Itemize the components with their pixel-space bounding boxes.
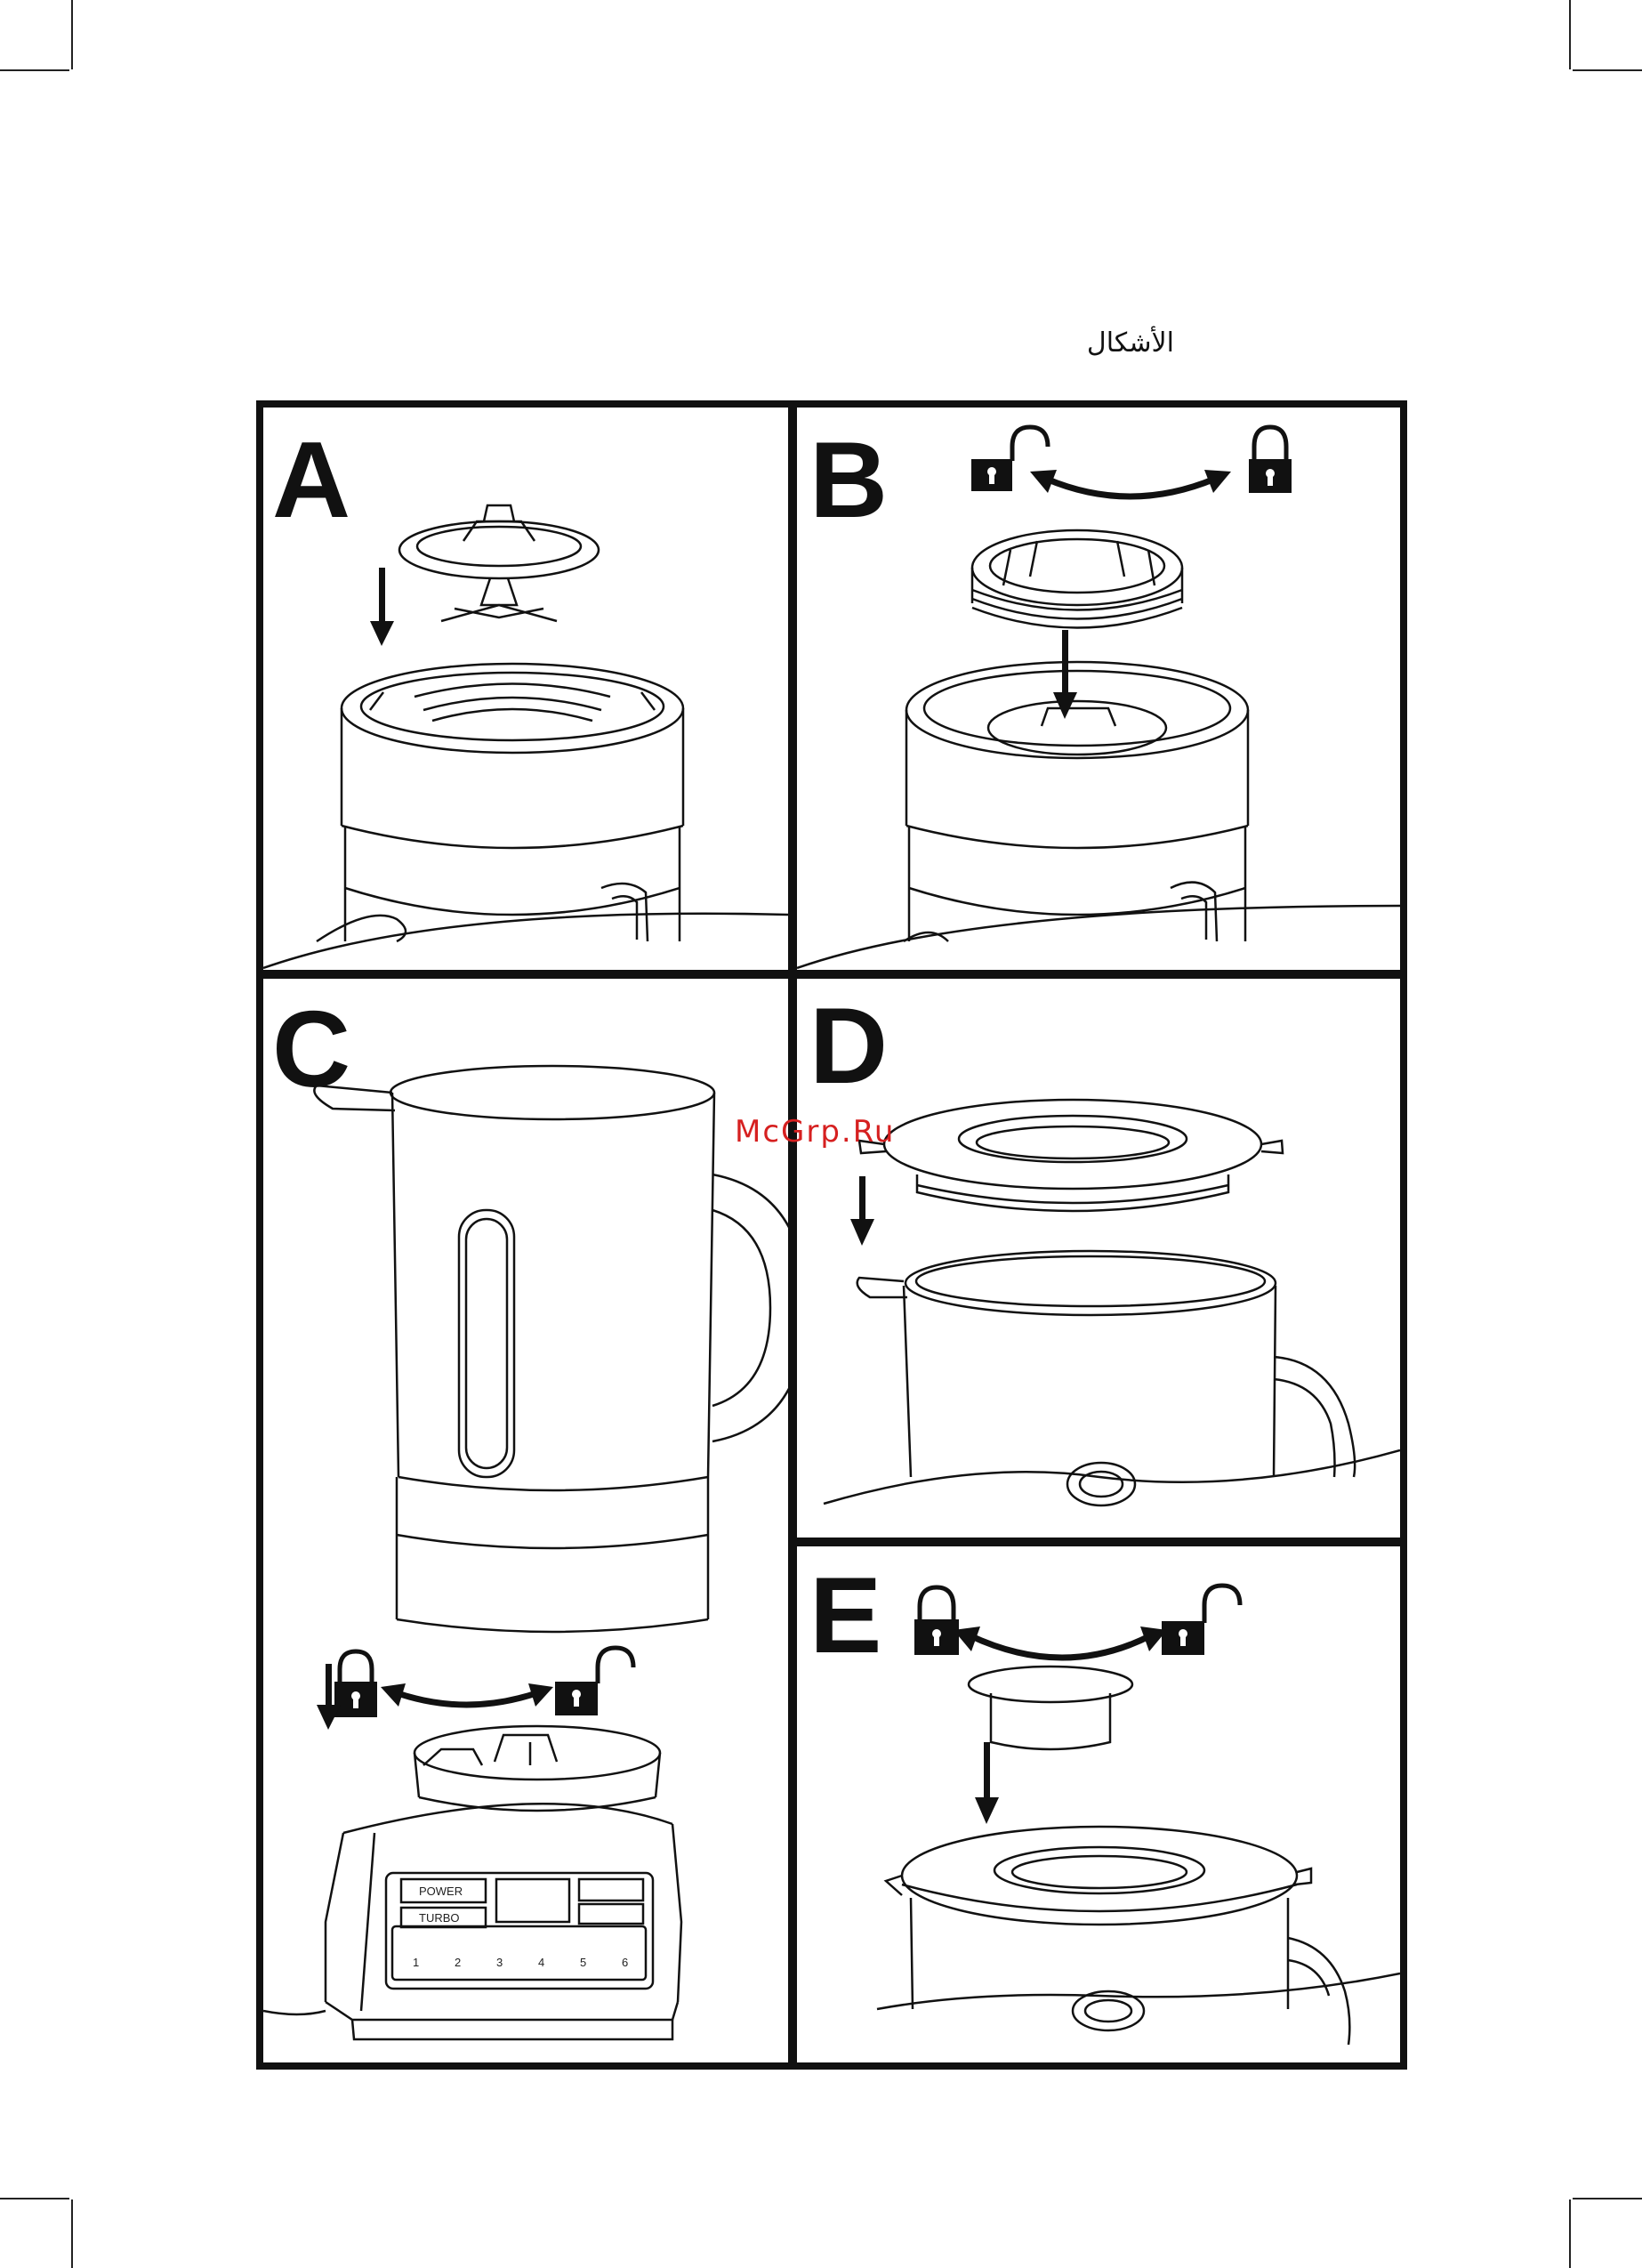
watermark: McGrp.Ru xyxy=(735,1114,895,1150)
blade-assembly-illustration xyxy=(263,408,788,970)
arrow-down-icon xyxy=(850,1176,874,1246)
locking-ring-illustration xyxy=(797,408,1400,970)
double-arrow-curve-icon xyxy=(954,1626,1167,1658)
lock-closed-icon xyxy=(914,1587,959,1655)
arrow-down-icon xyxy=(975,1742,999,1824)
speed-number: 3 xyxy=(496,1956,503,1969)
speed-number: 2 xyxy=(455,1956,461,1969)
lock-open-icon xyxy=(1162,1586,1240,1655)
crop-mark xyxy=(0,2198,69,2199)
figure-panel-b: B xyxy=(797,408,1400,970)
double-arrow-curve-icon xyxy=(1030,470,1231,496)
page-heading: الأشكال xyxy=(1050,327,1174,359)
speed-number: 4 xyxy=(538,1956,544,1969)
arrow-down-icon xyxy=(1053,630,1077,719)
crop-mark xyxy=(1569,0,1571,69)
crop-mark xyxy=(1573,69,1642,71)
crop-mark xyxy=(1573,2198,1642,2199)
lid-illustration xyxy=(797,979,1400,1538)
crop-mark xyxy=(0,69,69,71)
speed-number: 5 xyxy=(580,1956,586,1969)
turbo-button-label: TURBO xyxy=(419,1911,460,1925)
divider xyxy=(788,408,797,2062)
divider xyxy=(263,970,1400,979)
lock-closed-icon xyxy=(1249,427,1292,493)
crop-mark xyxy=(71,2199,73,2268)
lock-open-icon xyxy=(971,427,1048,491)
crop-mark xyxy=(71,0,73,69)
speed-indicators: 1 2 3 4 5 6 xyxy=(413,1956,628,1969)
measuring-cap-illustration xyxy=(797,1546,1400,2062)
crop-mark xyxy=(1569,2199,1571,2268)
speed-number: 6 xyxy=(622,1956,628,1969)
figures-frame: A xyxy=(256,400,1407,2070)
arrow-down-icon xyxy=(370,568,394,646)
divider xyxy=(797,1538,1400,1546)
jug-on-base-illustration: POWER TURBO 1 2 3 4 5 6 xyxy=(263,979,788,2062)
speed-number: 1 xyxy=(413,1956,419,1969)
figure-panel-a: A xyxy=(263,408,788,970)
double-arrow-curve-icon xyxy=(381,1683,553,1707)
power-button-label: POWER xyxy=(419,1885,463,1898)
figure-panel-d: D xyxy=(797,979,1400,1538)
lock-open-icon xyxy=(555,1648,633,1715)
lock-closed-icon xyxy=(334,1651,377,1717)
figure-panel-c: C xyxy=(263,979,788,2062)
figure-panel-e: E xyxy=(797,1546,1400,2062)
